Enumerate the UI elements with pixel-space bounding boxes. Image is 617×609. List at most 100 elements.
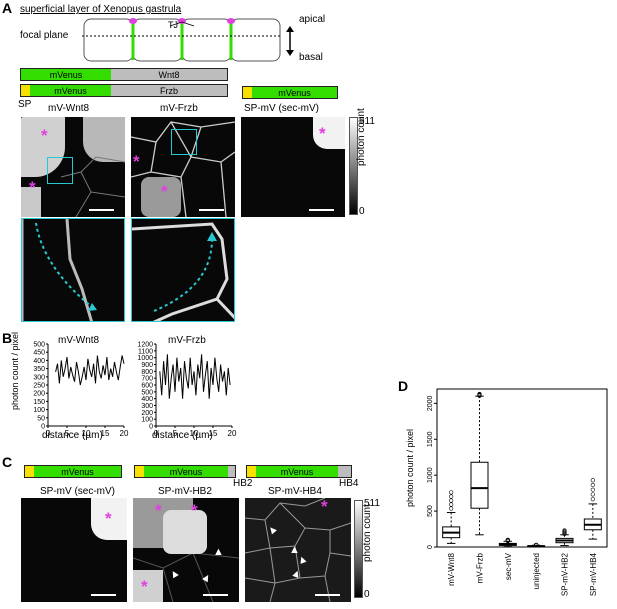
colorbar-min: 0 — [359, 206, 365, 217]
arrowhead-marker: ▲ — [289, 544, 300, 556]
injected-cell-marker: * — [191, 501, 198, 520]
y-tick-label: 0 — [149, 424, 153, 431]
xlabel-frzb: distance (µm) — [152, 430, 213, 441]
hb2-segment — [228, 466, 235, 477]
panel-label-c: C — [2, 454, 13, 470]
y-tick-label: 50 — [37, 415, 45, 422]
x-tick-label: mV-Wnt8 — [447, 552, 456, 585]
y-tick-label: 900 — [141, 362, 153, 369]
y-tick-label: 500 — [427, 505, 434, 517]
colorbar-c-min: 0 — [364, 589, 370, 600]
image-title-sp-mv-hb4: SP-mV-HB4 — [268, 486, 322, 497]
y-tick-label: 1200 — [137, 342, 153, 349]
injected-cell-marker: * — [321, 498, 328, 516]
mvenus-segment: mVenus — [21, 69, 111, 80]
outlier-point — [449, 506, 454, 511]
roi-box — [171, 129, 197, 155]
panel-b-ylabel: photon count / pixel — [10, 331, 20, 410]
box — [470, 461, 489, 509]
signal-peptide-segment — [25, 466, 34, 477]
micrograph-sp-mv-hb2: * * * ▲ ▲ ▲ — [133, 498, 239, 602]
y-tick-label: 600 — [141, 383, 153, 390]
colorbar-a — [349, 117, 358, 215]
basal-label: basal — [299, 52, 323, 63]
mvenus-segment: mVenus — [34, 466, 121, 477]
y-tick-label: 300 — [33, 374, 45, 381]
x-tick-label: 5 — [173, 429, 178, 438]
y-tick-label: 400 — [141, 396, 153, 403]
outlier-point — [590, 487, 595, 492]
scale-bar — [309, 209, 334, 211]
outlier-point — [449, 490, 454, 495]
x-tick-label: 15 — [101, 429, 110, 438]
x-tick-label: 15 — [209, 429, 218, 438]
chart-title-frzb: mV-Frzb — [168, 335, 206, 346]
colorbar-c-label: photon count — [362, 504, 373, 562]
injected-cell-marker: * — [41, 126, 48, 145]
tj-label: TJ — [168, 20, 178, 30]
scale-bar — [91, 594, 116, 596]
construct-sp-mv-hb2: mVenus — [134, 465, 236, 478]
y-tick-label: 350 — [33, 366, 45, 373]
y-tick-label: 1000 — [427, 467, 434, 483]
panel-label-b: B — [2, 330, 13, 346]
epithelium-schematic — [82, 18, 282, 62]
data-line — [55, 355, 125, 386]
y-tick-label: 0 — [427, 545, 434, 549]
x-tick-label: 20 — [120, 429, 129, 438]
hb4-segment — [338, 466, 351, 477]
x-tick-label: 0 — [154, 429, 159, 438]
outlier-point — [562, 528, 567, 533]
injected-cell-marker: * — [161, 182, 168, 201]
y-tick-label: 500 — [33, 342, 45, 349]
roi-box — [47, 157, 73, 184]
construct-sp-mv: mVenus — [242, 86, 338, 99]
outlier-point — [505, 537, 510, 542]
injected-cell-marker: * — [141, 577, 148, 596]
y-tick-label: 200 — [33, 391, 45, 398]
injected-cell-marker: * — [105, 509, 112, 528]
x-tick-label: sec-mV — [504, 552, 513, 580]
plot-frame — [436, 388, 608, 548]
y-tick-label: 100 — [33, 407, 45, 414]
enlarged-mv-wnt8 — [21, 218, 125, 322]
hb4-label: HB4 — [339, 478, 359, 489]
micrograph-mv-wnt8: * * — [21, 117, 125, 217]
injected-cell-marker: * — [29, 178, 36, 197]
x-tick-label: SP-mV-HB4 — [589, 552, 598, 596]
colorbar-c-max: 511 — [364, 498, 380, 509]
outlier-point — [590, 482, 595, 488]
scale-bar — [315, 594, 340, 596]
image-title-sp-mv-hb2: SP-mV-HB2 — [158, 486, 212, 497]
outlier-point — [449, 502, 454, 507]
panel-label-a: A — [2, 0, 13, 16]
y-tick-label: 100 — [141, 417, 153, 424]
image-title-mv-wnt8: mV-Wnt8 — [48, 103, 90, 114]
chart-title-wnt8: mV-Wnt8 — [58, 335, 100, 346]
apical-label: apical — [299, 14, 326, 25]
y-tick-label: 450 — [33, 350, 45, 357]
construct-sp-mv-hb4: mVenus — [246, 465, 352, 478]
outlier-point — [449, 498, 454, 503]
x-tick-label: 0 — [46, 429, 51, 438]
image-title-sp-mv: SP-mV (sec-mV) — [244, 103, 319, 114]
y-tick-label: 2000 — [427, 395, 434, 411]
y-tick-label: 400 — [33, 358, 45, 365]
x-tick-label: 20 — [228, 429, 237, 438]
colorbar-c — [354, 500, 363, 598]
micrograph-sp-mv-hb4: * ▲ ▲ ▲ ▲ — [245, 498, 351, 602]
outlier-point — [590, 492, 595, 497]
schematic-title: superficial layer of Xenopus gastrula — [20, 4, 182, 15]
enlarged-mv-frzb — [131, 218, 235, 322]
panel-label-d: D — [398, 378, 409, 394]
y-tick-label: 800 — [141, 369, 153, 376]
mvenus-segment: mVenus — [256, 466, 338, 477]
x-tick-label: mV-Frzb — [476, 552, 485, 583]
y-tick-label: 250 — [33, 383, 45, 390]
outlier-point — [477, 391, 482, 397]
y-tick-label: 1100 — [138, 348, 153, 355]
micrograph-sp-mv-c: * — [21, 498, 127, 602]
data-line — [159, 354, 231, 399]
